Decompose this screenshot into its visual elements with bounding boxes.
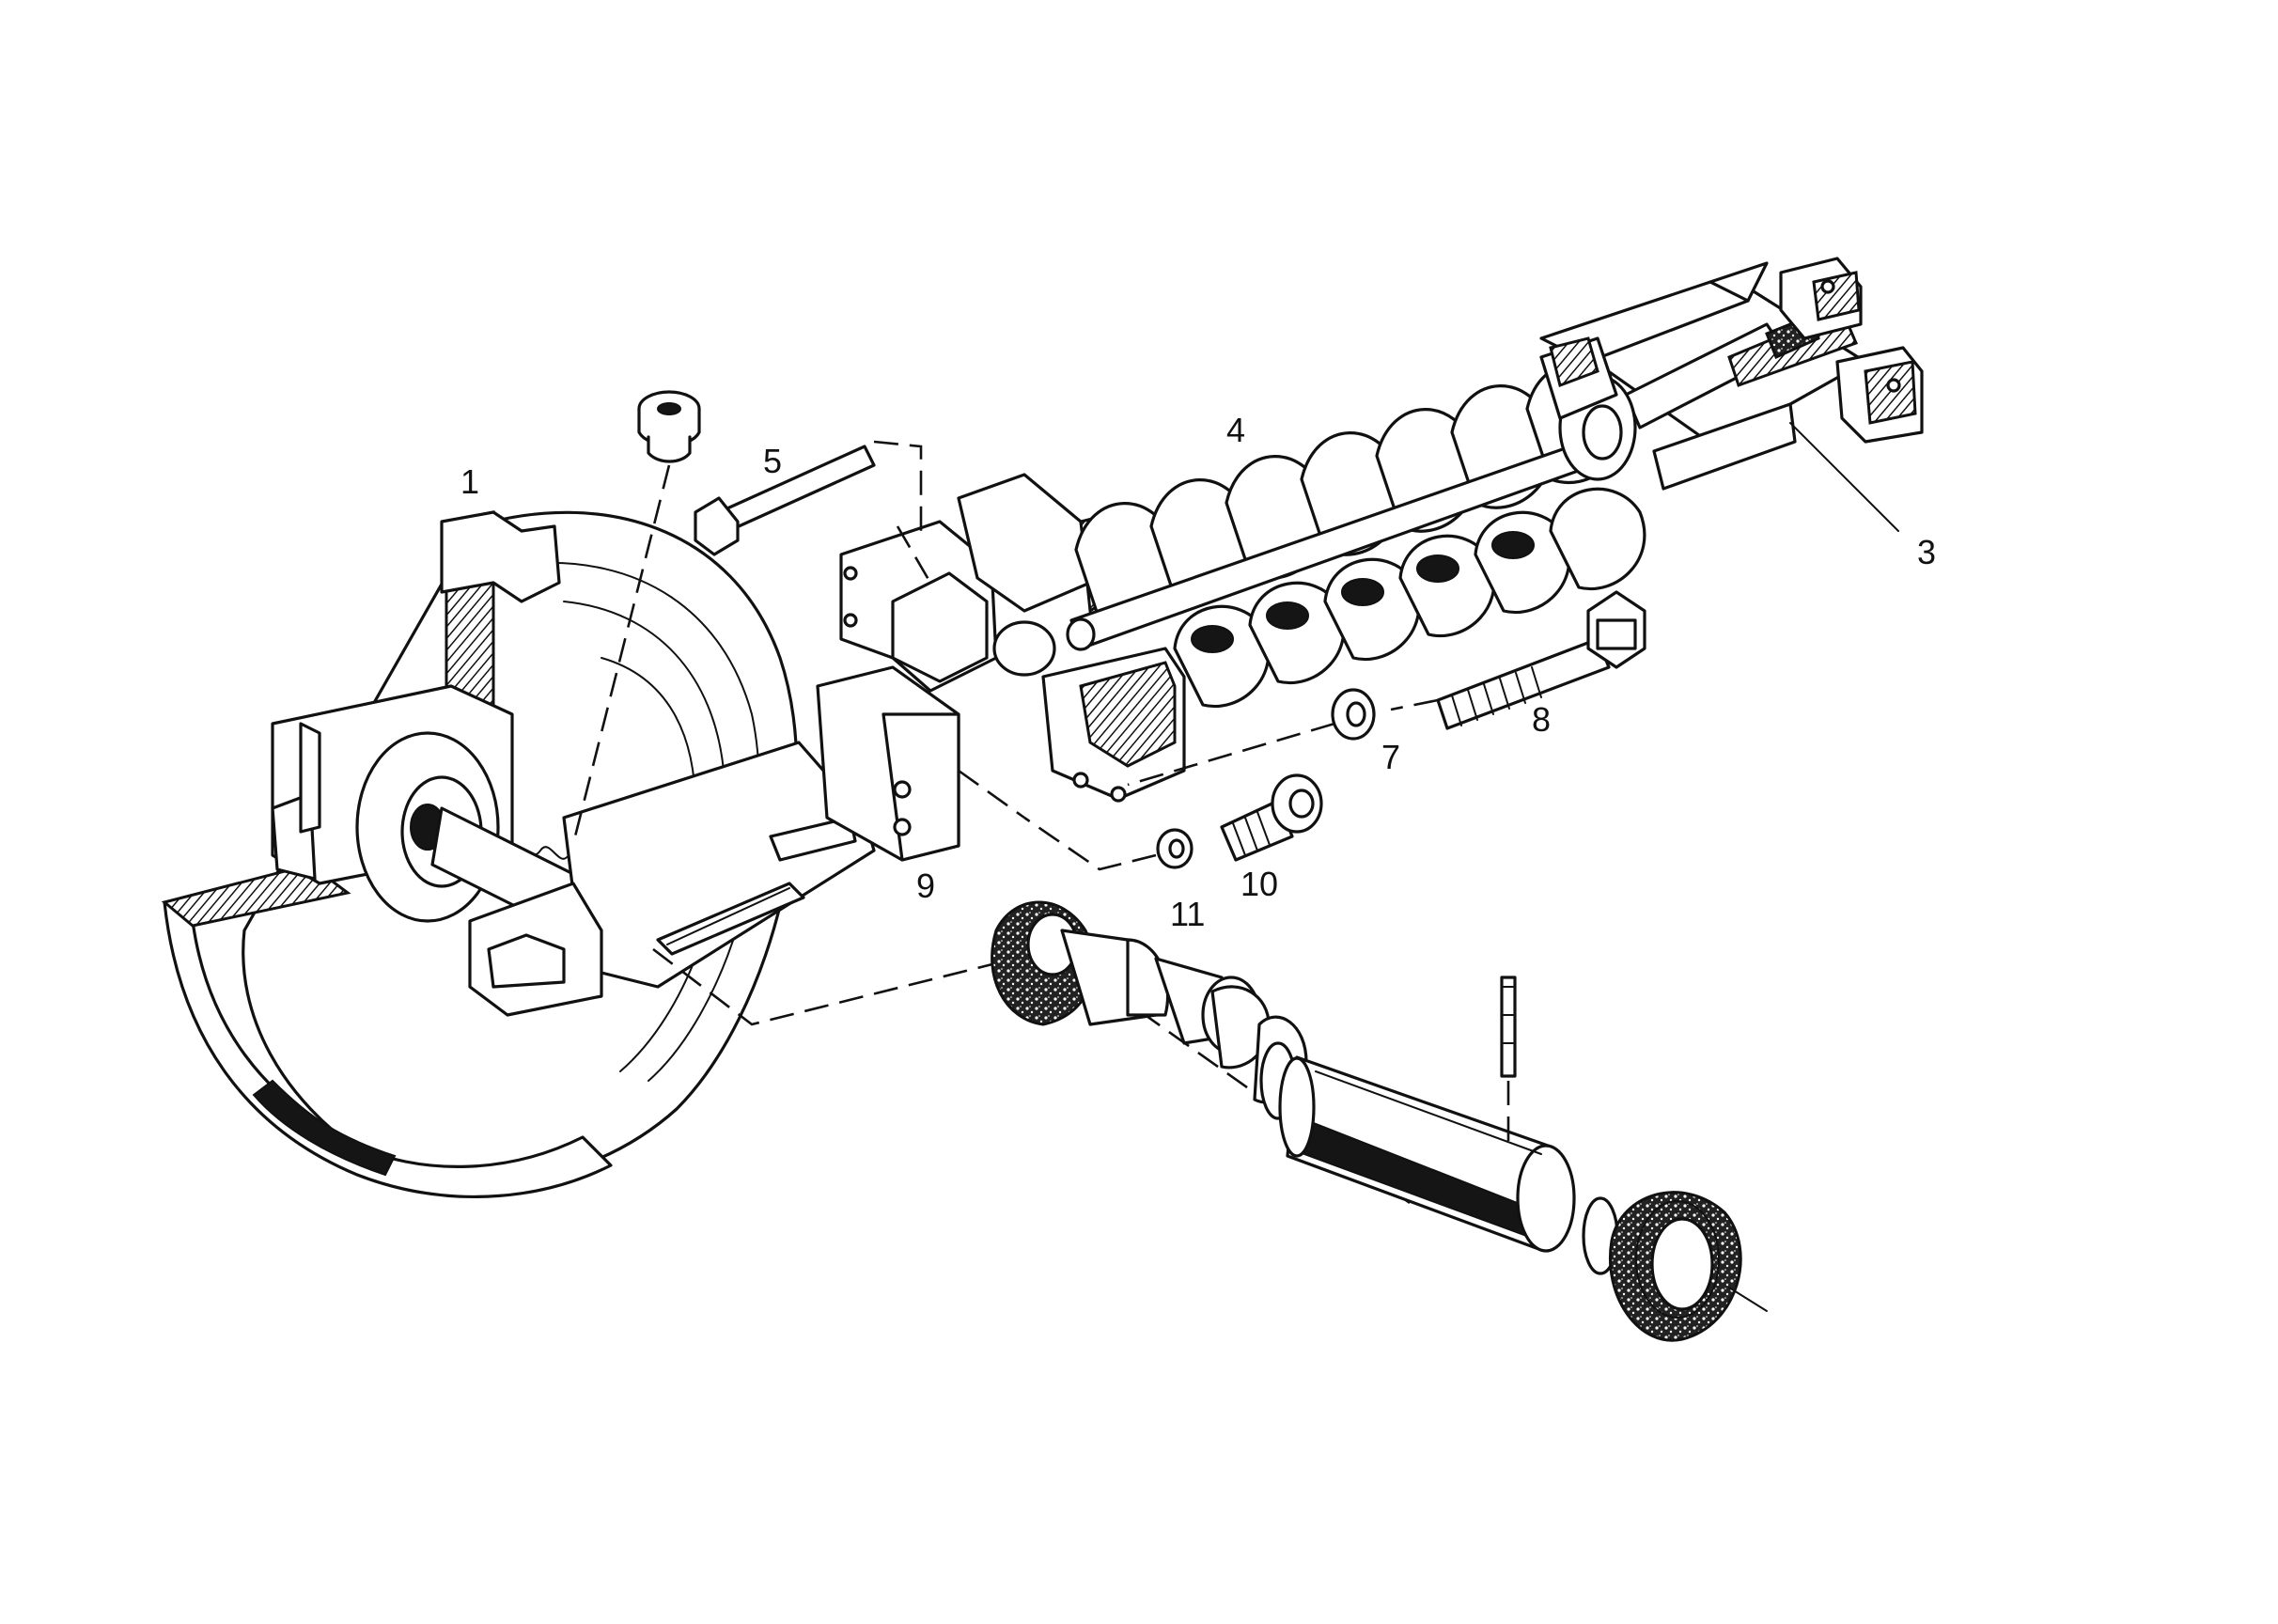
outer-bearing — [1609, 1191, 1742, 1342]
mounting-block — [816, 665, 1025, 862]
threaded-bolt — [1390, 590, 1646, 730]
roll-pin — [1500, 976, 1517, 1151]
small-bolt-10 — [1220, 773, 1323, 862]
washer — [1127, 688, 1376, 787]
bearing-bushing — [991, 900, 1308, 1104]
callout-5: 5 — [763, 442, 782, 480]
callout-8: 8 — [1532, 700, 1551, 739]
callout-1: 1 — [460, 462, 479, 501]
tension-rod — [1066, 257, 1924, 651]
callout-4: 4 — [1226, 411, 1245, 449]
plug-screw — [573, 390, 701, 837]
callout-7: 7 — [1381, 738, 1400, 776]
callout-10: 10 — [1240, 865, 1278, 903]
callout-9: 9 — [916, 867, 935, 905]
callout-11: 11 — [1170, 895, 1205, 933]
bolt — [694, 440, 932, 584]
callout-3: 3 — [1917, 533, 1936, 571]
idler-wheel — [161, 510, 876, 1198]
small-washer-11 — [1023, 816, 1194, 871]
shaft — [1278, 1055, 1576, 1253]
